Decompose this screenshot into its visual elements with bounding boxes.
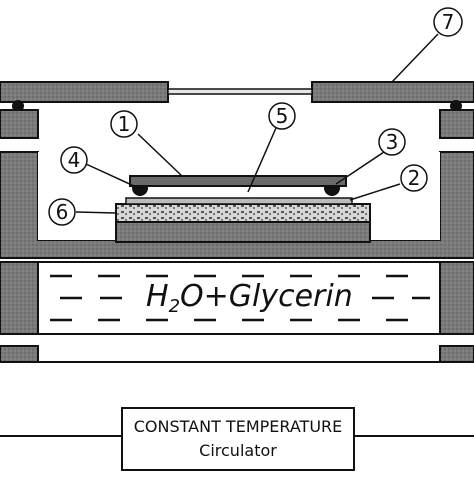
callout-1: 1: [110, 110, 138, 138]
svg-text:7: 7: [442, 10, 455, 34]
svg-text:3: 3: [386, 130, 399, 154]
wall-block-upper-left: [0, 109, 39, 139]
base-block-right: [439, 345, 474, 363]
bath-wall-left: [0, 261, 39, 335]
pedestal: [115, 221, 371, 243]
callout-6: 6: [48, 198, 76, 226]
callout-7: 7: [433, 7, 463, 37]
base-block-left: [0, 345, 39, 363]
thin-layer: [125, 197, 353, 205]
bath-wall-right: [439, 261, 474, 335]
callout-2: 2: [400, 164, 428, 192]
window: [167, 88, 313, 95]
lid-plate-right: [311, 81, 474, 103]
svg-text:1: 1: [118, 112, 131, 136]
top-plate: [129, 175, 347, 187]
leader-lines: [75, 33, 439, 214]
svg-text:6: 6: [56, 200, 69, 224]
callout-4: 4: [60, 146, 88, 174]
sample-layer-hatched: [115, 203, 371, 223]
bath-label-h: H: [146, 279, 169, 314]
svg-text:5: 5: [276, 104, 289, 128]
circulator-line1: CONSTANT TEMPERATURE: [134, 417, 343, 436]
wall-block-upper-right: [439, 109, 474, 139]
circulator-line2: Circulator: [199, 441, 277, 460]
callout-5: 5: [268, 102, 296, 130]
circulator-box: [121, 407, 355, 471]
bath-label-rest: O+Glycerin: [180, 279, 353, 314]
lid-plate-left: [0, 81, 169, 103]
svg-text:2: 2: [408, 166, 421, 190]
bath-label-sub: 2: [169, 296, 180, 317]
svg-text:4: 4: [68, 148, 81, 172]
bath-label: H2O+Glycerin: [146, 279, 353, 317]
liquid-dashes: [50, 274, 430, 322]
callout-3: 3: [378, 128, 406, 156]
